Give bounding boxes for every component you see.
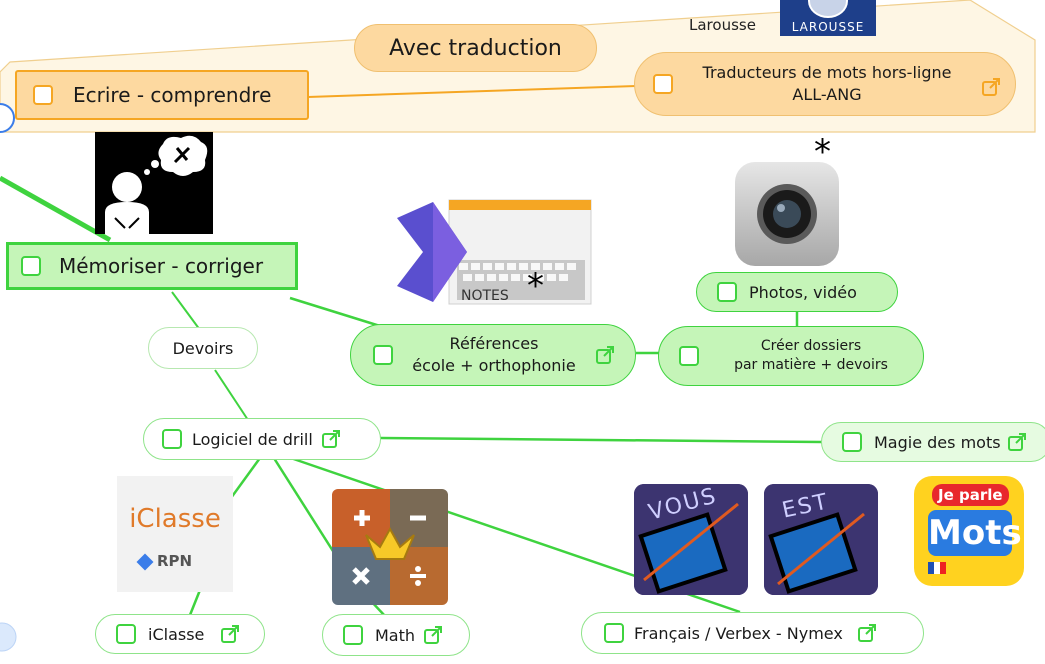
mots-text: Mots xyxy=(928,510,1022,556)
external-link-icon[interactable] xyxy=(857,623,877,643)
magie-des-mots-label: Magie des mots xyxy=(874,432,1001,452)
larousse-emblem-icon xyxy=(808,0,848,18)
logiciel-de-drill-node[interactable]: Logiciel de drill xyxy=(143,418,381,460)
traducteurs-line-1: Traducteurs de mots hors-ligne xyxy=(702,63,952,83)
checkbox-icon[interactable] xyxy=(679,346,699,366)
checkbox-icon[interactable] xyxy=(842,432,862,452)
math-label: Math xyxy=(375,625,416,645)
external-link-icon[interactable] xyxy=(1007,432,1027,452)
avec-traduction-node[interactable]: Avec traduction xyxy=(354,24,597,72)
photos-video-node[interactable]: Photos, vidéo xyxy=(696,272,898,312)
checkbox-icon[interactable] xyxy=(162,429,182,449)
french-flag-icon xyxy=(928,562,946,574)
ecrire-comprendre-node[interactable]: Ecrire - comprendre xyxy=(15,70,309,120)
rpn-icon xyxy=(136,553,154,571)
traducteurs-node[interactable]: Traducteurs de mots hors-ligne ALL-ANG xyxy=(634,52,1016,116)
checkbox-icon[interactable] xyxy=(33,85,53,105)
creer-dossiers-line-1: Créer dossiers xyxy=(760,338,862,355)
je-parle-text: Je parle xyxy=(932,484,1009,506)
references-node[interactable]: Références école + orthophonie xyxy=(350,324,636,386)
larousse-label: Larousse xyxy=(689,16,756,34)
larousse-logo-text: LAROUSSE xyxy=(791,20,865,34)
iclasse-logo-text: iClasse xyxy=(129,504,221,534)
memoriser-corriger-label: Mémoriser - corriger xyxy=(59,254,264,278)
external-link-icon[interactable] xyxy=(595,345,615,365)
nymex-app-icon: EST xyxy=(764,484,878,595)
notes-app-icon: NOTES * xyxy=(397,198,593,306)
checkbox-icon[interactable] xyxy=(343,625,363,645)
math-app-icon xyxy=(332,489,448,605)
checkbox-icon[interactable] xyxy=(653,74,673,94)
external-link-icon[interactable] xyxy=(321,429,341,449)
creer-dossiers-node[interactable]: Créer dossiers par matière + devoirs xyxy=(658,326,924,386)
references-line-1: Références xyxy=(449,334,539,354)
creer-dossiers-line-2: par matière + devoirs xyxy=(734,357,888,373)
verbex-app-icon: VOUS xyxy=(634,484,748,595)
checkbox-icon[interactable] xyxy=(717,282,737,302)
checkbox-icon[interactable] xyxy=(373,345,393,365)
external-link-icon[interactable] xyxy=(423,625,443,645)
francais-verbex-nymex-node[interactable]: Français / Verbex - Nymex xyxy=(581,612,924,654)
camera-icon xyxy=(735,162,839,266)
francais-verbex-nymex-label: Français / Verbex - Nymex xyxy=(634,623,843,643)
iclasse-rpn-text: RPN xyxy=(157,552,193,570)
iclasse-label: iClasse xyxy=(148,624,205,644)
devoirs-label: Devoirs xyxy=(172,338,234,358)
checkbox-icon[interactable] xyxy=(604,623,624,643)
external-link-icon[interactable] xyxy=(220,624,240,644)
iclasse-node[interactable]: iClasse xyxy=(95,614,265,654)
thinking-person-icon xyxy=(95,132,213,234)
logiciel-de-drill-label: Logiciel de drill xyxy=(192,429,313,449)
traducteurs-line-2: ALL-ANG xyxy=(792,85,862,104)
devoirs-node[interactable]: Devoirs xyxy=(148,327,258,369)
math-node[interactable]: Math xyxy=(322,614,470,656)
photos-video-label: Photos, vidéo xyxy=(749,282,857,302)
notes-label: NOTES xyxy=(461,288,509,304)
iclasse-logo: iClasse RPN xyxy=(117,476,233,592)
larousse-logo[interactable]: LAROUSSE xyxy=(780,0,876,36)
memoriser-corriger-node[interactable]: Mémoriser - corriger xyxy=(6,242,298,290)
external-link-icon[interactable] xyxy=(981,77,1001,97)
magie-des-mots-node[interactable]: Magie des mots xyxy=(821,422,1045,462)
ecrire-comprendre-label: Ecrire - comprendre xyxy=(73,83,272,107)
notes-asterisk: * xyxy=(527,266,544,306)
checkbox-icon[interactable] xyxy=(116,624,136,644)
checkbox-icon[interactable] xyxy=(21,256,41,276)
je-parle-mots-app-icon: Je parle Mots xyxy=(914,476,1024,586)
references-line-2: école + orthophonie xyxy=(412,356,576,375)
avec-traduction-label: Avec traduction xyxy=(389,35,562,61)
